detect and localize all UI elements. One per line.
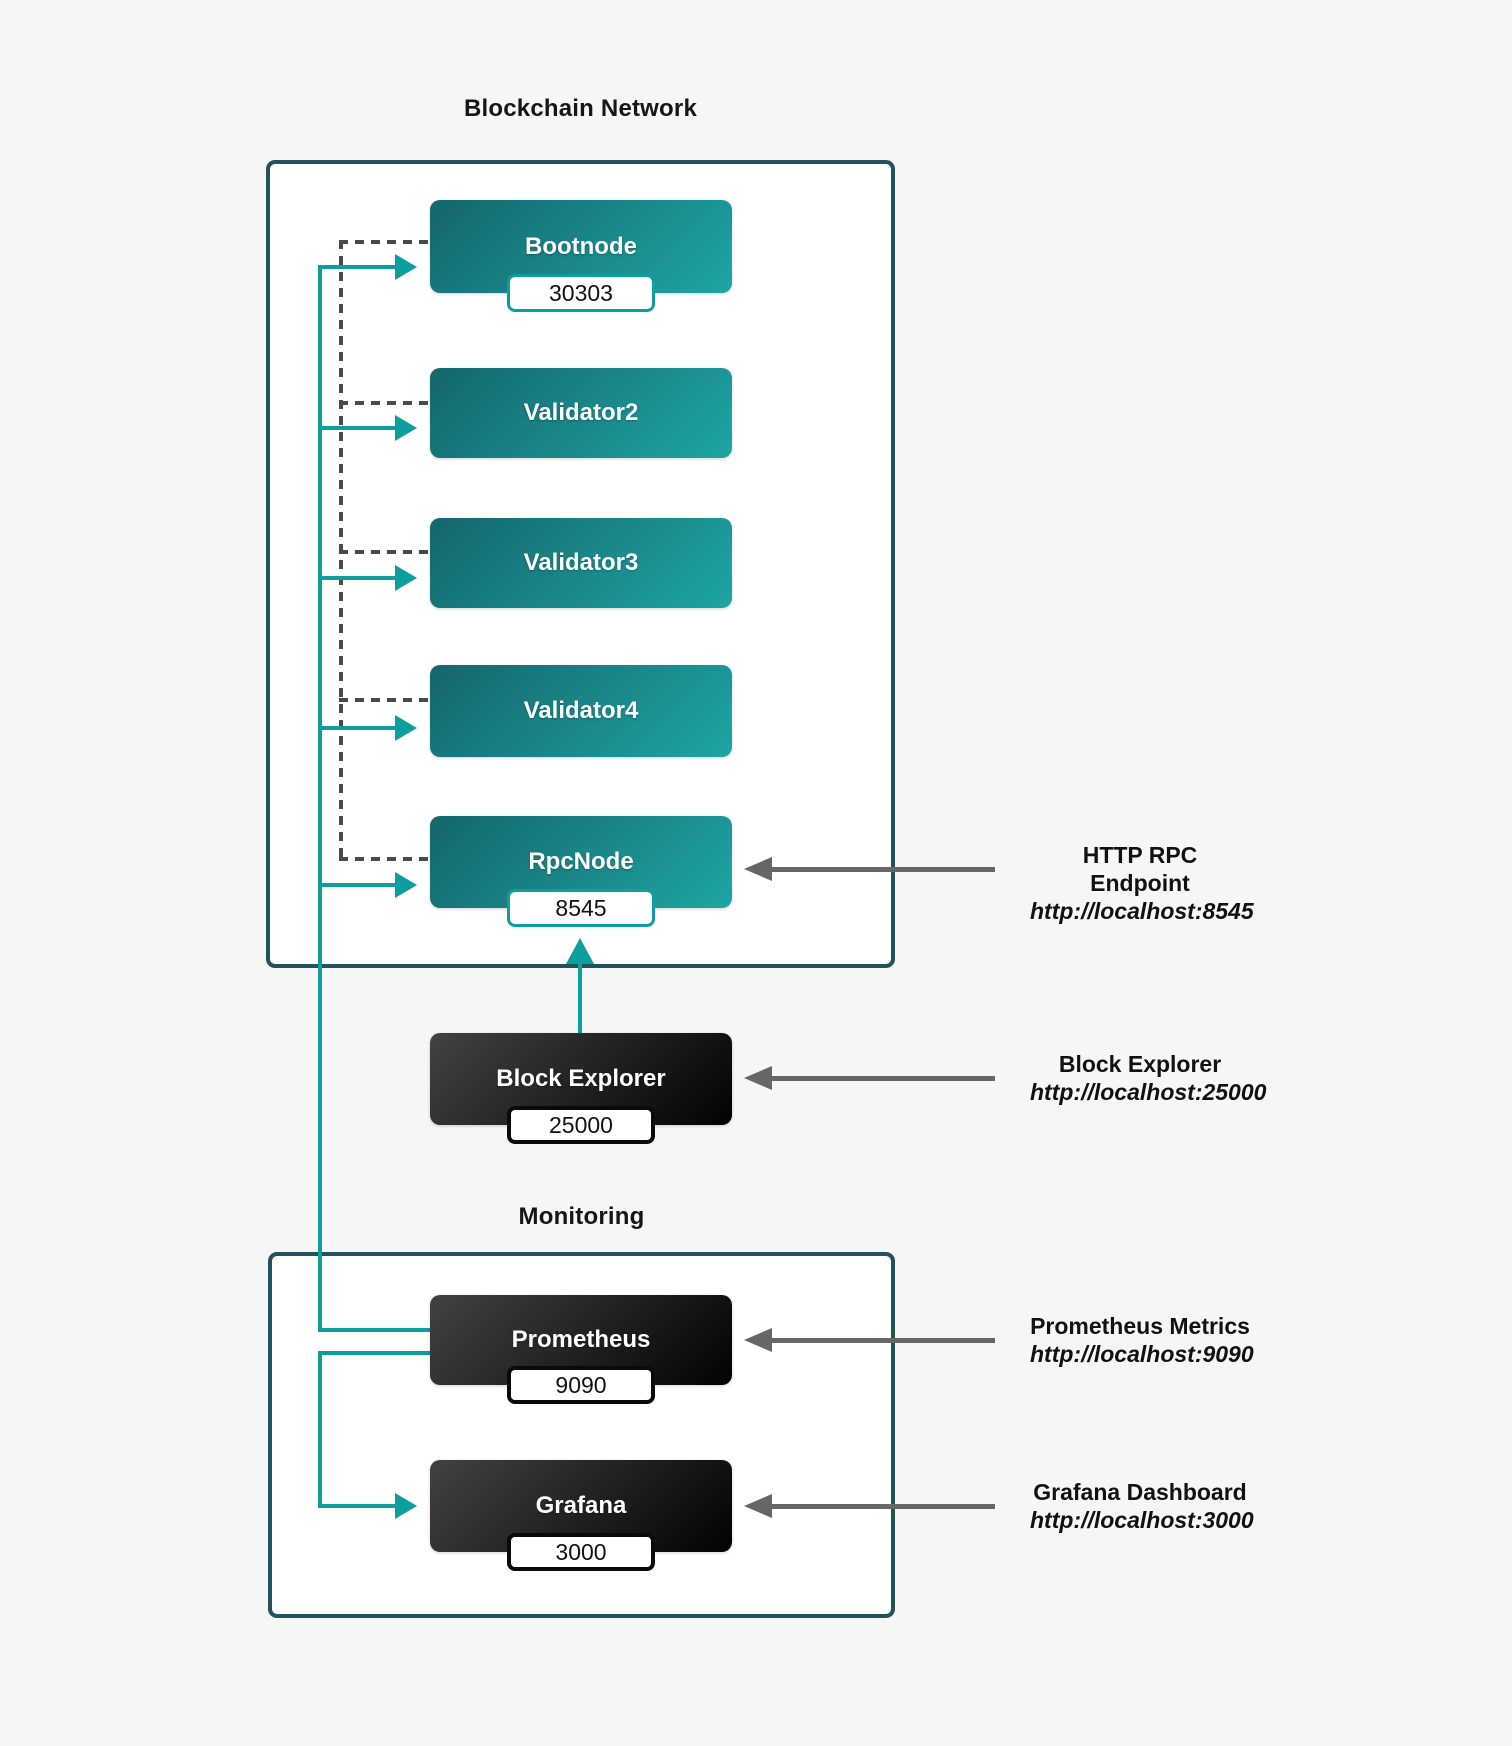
node-validator4-label: Validator4 — [523, 697, 639, 724]
prometheus-annotation-arrowhead-icon — [744, 1328, 772, 1352]
prometheus-to-grafana-line-end — [318, 1504, 396, 1508]
node-grafana-port-badge: 3000 — [507, 1533, 655, 1571]
link-validator2-line — [318, 426, 396, 430]
rpc-annotation-arrow-line — [772, 867, 995, 872]
explorer-to-rpcnode-arrowhead-icon — [566, 938, 594, 964]
dashed-link-validator2-line — [339, 401, 430, 405]
annotation-grafana-dashboard-url: http://localhost:3000 — [1030, 1507, 1254, 1533]
prometheus-to-grafana-line-vertical — [318, 1351, 322, 1508]
dashed-link-rpcnode-line — [339, 857, 430, 861]
monitoring-title: Monitoring — [518, 1203, 645, 1230]
node-prometheus-port-badge: 9090 — [507, 1366, 655, 1404]
teal-bus-line — [318, 265, 322, 1332]
node-block-explorer: Block Explorer 25000 — [430, 1033, 732, 1144]
node-rpcnode: RpcNode 8545 — [430, 816, 732, 927]
node-bootnode-port-badge: 30303 — [507, 274, 655, 312]
node-validator4: Validator4 — [430, 665, 732, 757]
link-prometheus-line — [318, 1328, 430, 1332]
validator4-arrowhead-icon — [395, 715, 417, 741]
node-block-explorer-label: Block Explorer — [496, 1065, 666, 1092]
annotation-prometheus-metrics-url: http://localhost:9090 — [1030, 1341, 1254, 1367]
dashed-link-validator3-line — [339, 550, 430, 554]
annotation-grafana-dashboard: Grafana Dashboard http://localhost:3000 — [1030, 1478, 1254, 1534]
node-grafana-label: Grafana — [535, 1492, 627, 1519]
node-bootnode: Bootnode 30303 — [430, 200, 732, 312]
grafana-arrowhead-icon — [395, 1493, 417, 1519]
node-bootnode-label: Bootnode — [525, 232, 637, 260]
grafana-annotation-arrow-line — [772, 1504, 995, 1509]
link-validator3-line — [318, 576, 396, 580]
annotation-block-explorer-url: http://localhost:25000 — [1030, 1079, 1267, 1105]
rpc-annotation-arrowhead-icon — [744, 857, 772, 881]
bootnode-arrowhead-icon — [395, 254, 417, 280]
node-validator2: Validator2 — [430, 368, 732, 458]
validator2-arrowhead-icon — [395, 415, 417, 441]
prometheus-to-grafana-line-start — [320, 1351, 430, 1355]
node-prometheus-label: Prometheus — [511, 1326, 651, 1353]
dashed-link-bootnode-line — [339, 240, 430, 244]
explorer-annotation-arrowhead-icon — [744, 1066, 772, 1090]
link-validator4-line — [318, 726, 396, 730]
annotation-rpc-endpoint-title: HTTP RPC Endpoint — [1082, 842, 1198, 896]
rpcnode-arrowhead-icon — [395, 872, 417, 898]
link-bootnode-line — [318, 265, 396, 269]
annotation-block-explorer-title: Block Explorer — [1058, 1051, 1222, 1077]
annotation-prometheus-metrics: Prometheus Metrics http://localhost:9090 — [1030, 1312, 1254, 1368]
annotation-grafana-dashboard-title: Grafana Dashboard — [1033, 1479, 1247, 1505]
blockchain-network-title: Blockchain Network — [464, 95, 697, 122]
node-rpcnode-label: RpcNode — [528, 848, 634, 875]
annotation-rpc-endpoint-url: http://localhost:8545 — [1030, 898, 1254, 924]
node-grafana: Grafana 3000 — [430, 1460, 732, 1571]
validator3-arrowhead-icon — [395, 565, 417, 591]
link-rpcnode-line — [318, 883, 396, 887]
prometheus-annotation-arrow-line — [772, 1338, 995, 1343]
node-validator3: Validator3 — [430, 518, 732, 608]
node-validator3-label: Validator3 — [523, 549, 639, 576]
annotation-prometheus-metrics-title: Prometheus Metrics — [1030, 1313, 1250, 1339]
dashed-link-validator4-line — [339, 698, 430, 702]
explorer-annotation-arrow-line — [772, 1076, 995, 1081]
node-prometheus: Prometheus 9090 — [430, 1295, 732, 1404]
node-rpcnode-port-badge: 8545 — [507, 889, 655, 927]
annotation-rpc-endpoint: HTTP RPC Endpoint http://localhost:8545 — [1030, 841, 1254, 925]
explorer-to-rpcnode-line — [578, 962, 582, 1033]
annotation-block-explorer: Block Explorer http://localhost:25000 — [1030, 1050, 1267, 1106]
grafana-annotation-arrowhead-icon — [744, 1494, 772, 1518]
node-block-explorer-port-badge: 25000 — [507, 1106, 655, 1144]
node-validator2-label: Validator2 — [523, 399, 639, 426]
